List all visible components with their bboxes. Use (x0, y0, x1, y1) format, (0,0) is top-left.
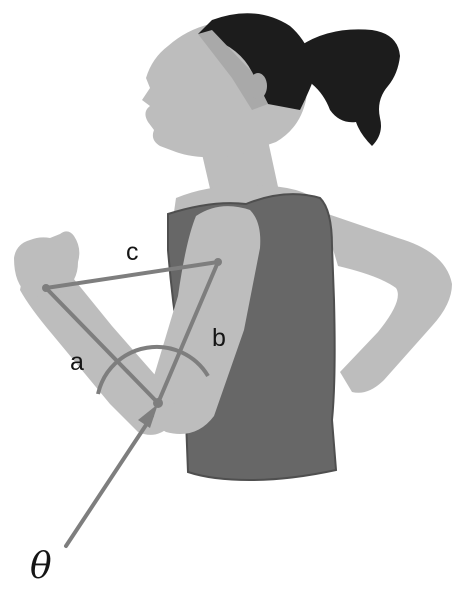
label-theta: θ (30, 546, 52, 587)
ear (249, 73, 267, 99)
label-a: a (70, 348, 84, 376)
ponytail (300, 29, 400, 146)
wrist-vertex (42, 284, 50, 292)
label-c: c (126, 238, 139, 266)
label-b: b (212, 324, 226, 352)
elbow-vertex (153, 398, 163, 408)
shoulder-vertex (214, 258, 222, 266)
back-arm (322, 212, 452, 393)
angle-pointer-shaft (66, 416, 152, 546)
runner-figure (14, 13, 452, 480)
